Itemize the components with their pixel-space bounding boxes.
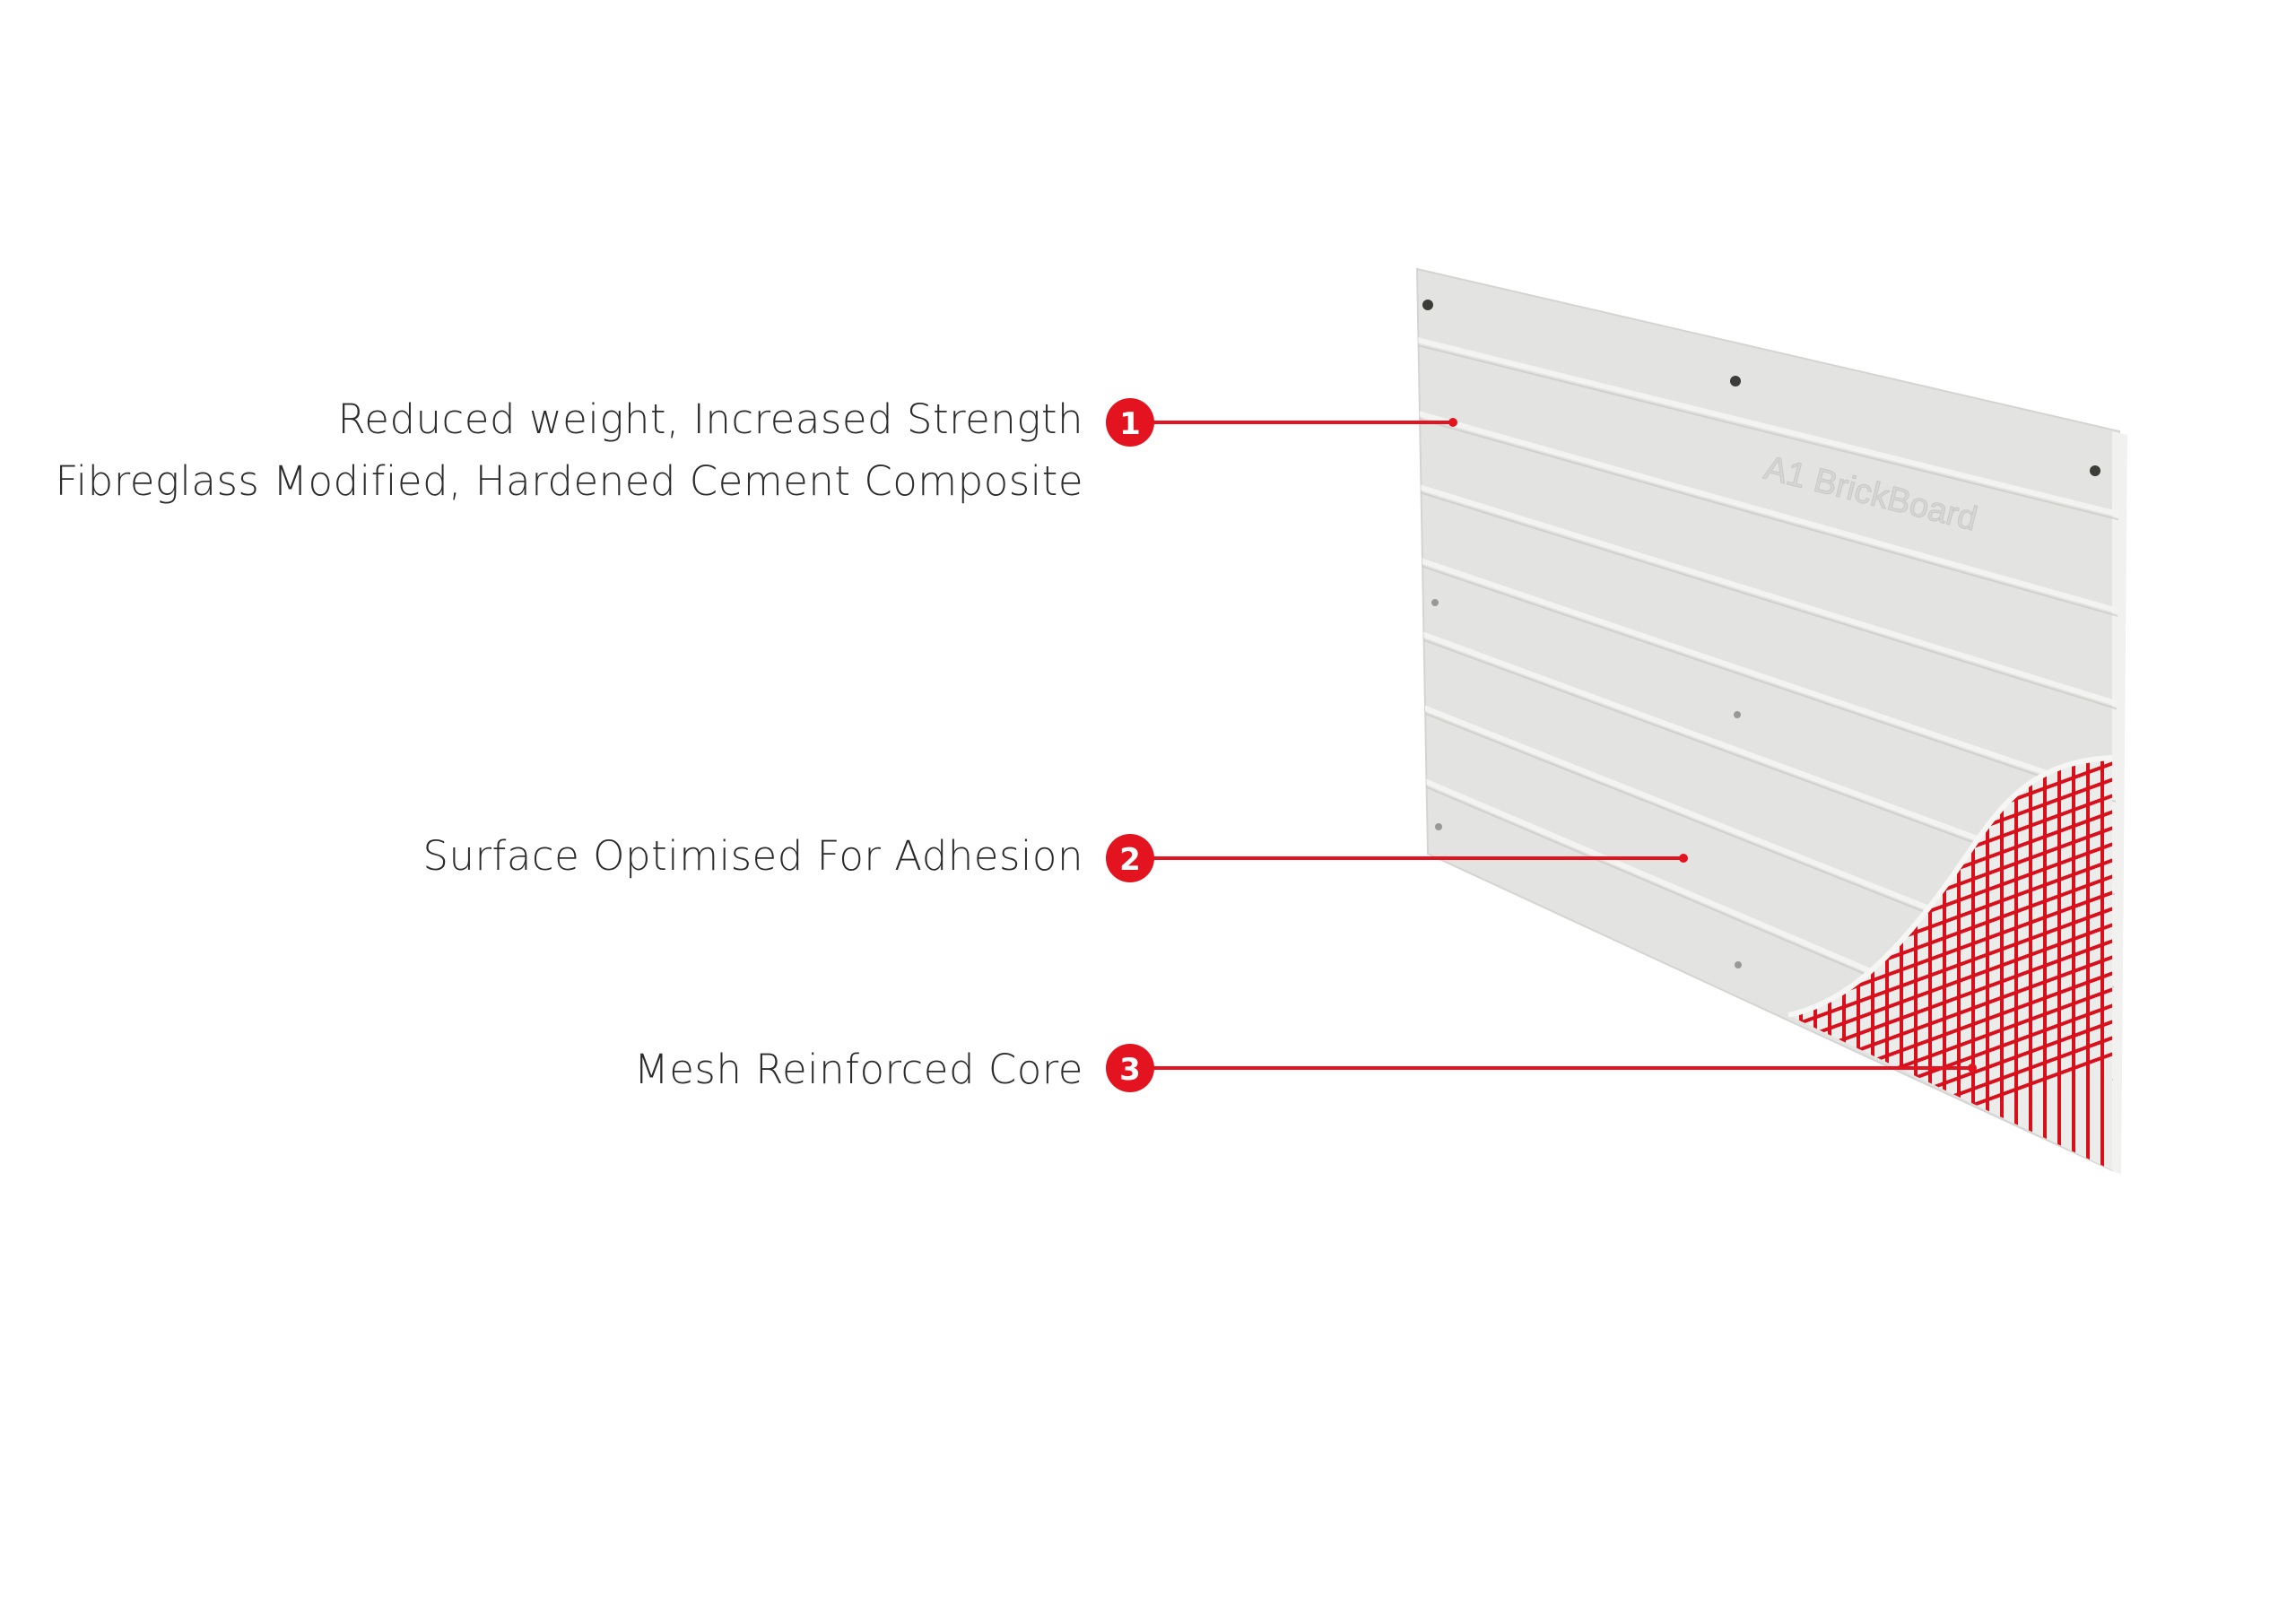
callout-1-line-1: Reduced weight, Increased Strength (337, 395, 1083, 443)
callout-badge-2 (1106, 834, 1154, 882)
callout-1-line-2: Fibreglass Modified, Hardened Cement Com… (55, 457, 1083, 505)
callout-3-label: Mesh Reinforced Core (633, 1046, 1083, 1093)
callout-badge-1 (1106, 398, 1154, 447)
callout-badge-3 (1106, 1044, 1154, 1092)
callout-leaders (1130, 421, 1972, 1070)
callout-number-3: 3 (1119, 1052, 1141, 1088)
screw-holes (1422, 300, 2100, 968)
mesh-strand (1788, 902, 2112, 1040)
callout-number-1: 1 (1119, 406, 1141, 442)
callout-number-2: 2 (1119, 842, 1141, 878)
callout-2-label: Surface Optimised For Adhesion (422, 832, 1083, 880)
